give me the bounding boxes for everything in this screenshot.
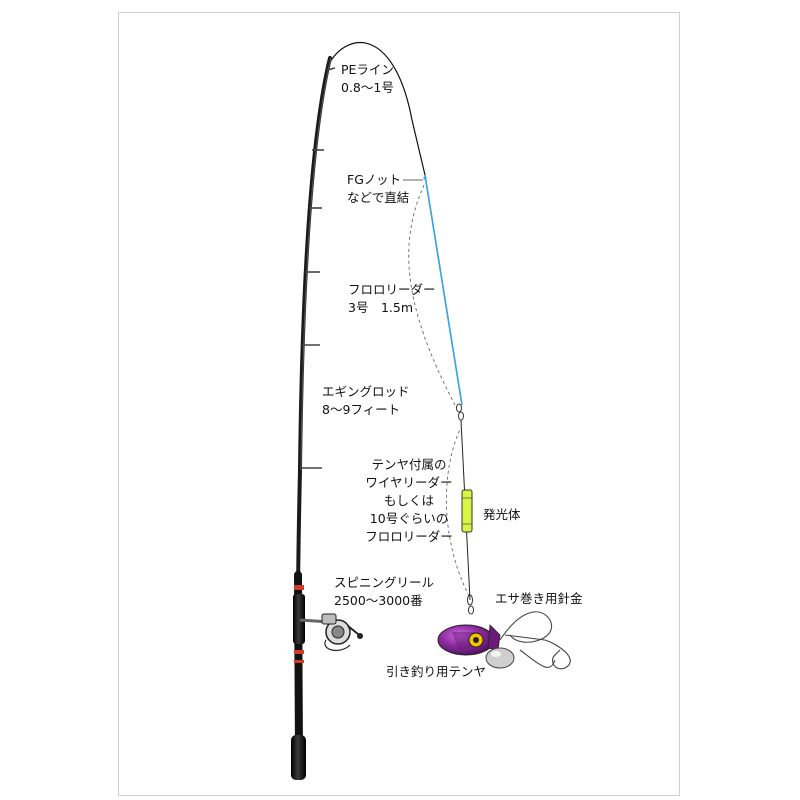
glow-body (461, 489, 473, 533)
wire-leader-label: テンヤ付属の ワイヤリーダー もしくは 10号ぐらいの フロロリーダー (365, 457, 453, 544)
knot-mark (423, 176, 427, 180)
spinning-reel (299, 613, 363, 652)
bait-wire-and-hooks (499, 611, 571, 670)
tenya-sinker (485, 647, 515, 669)
fishing-rod (291, 56, 336, 780)
rod-guides (300, 67, 336, 469)
pe-line-colored (424, 174, 463, 406)
diagram-frame (118, 12, 680, 796)
bait-wire-label: エサ巻き用針金 (495, 591, 583, 606)
glow-body-label: 発光体 (483, 507, 521, 522)
tenya (437, 624, 515, 669)
snap (467, 594, 474, 615)
pe-line-label: PEライン 0.8〜1号 (341, 62, 394, 95)
pe-line (329, 42, 463, 406)
tenya-label: 引き釣り用テンヤ (386, 664, 487, 679)
knot-label: FGノット などで直結 (347, 172, 410, 205)
eging-rod-label: エギングロッド 8〜9フィート (322, 384, 410, 417)
swivel (456, 403, 464, 421)
wire-bracket (446, 424, 471, 599)
spinning-reel-label: スピニングリール 2500〜3000番 (334, 575, 435, 608)
fluoro-leader-label: フロロリーダー 3号 1.5m (348, 282, 436, 315)
